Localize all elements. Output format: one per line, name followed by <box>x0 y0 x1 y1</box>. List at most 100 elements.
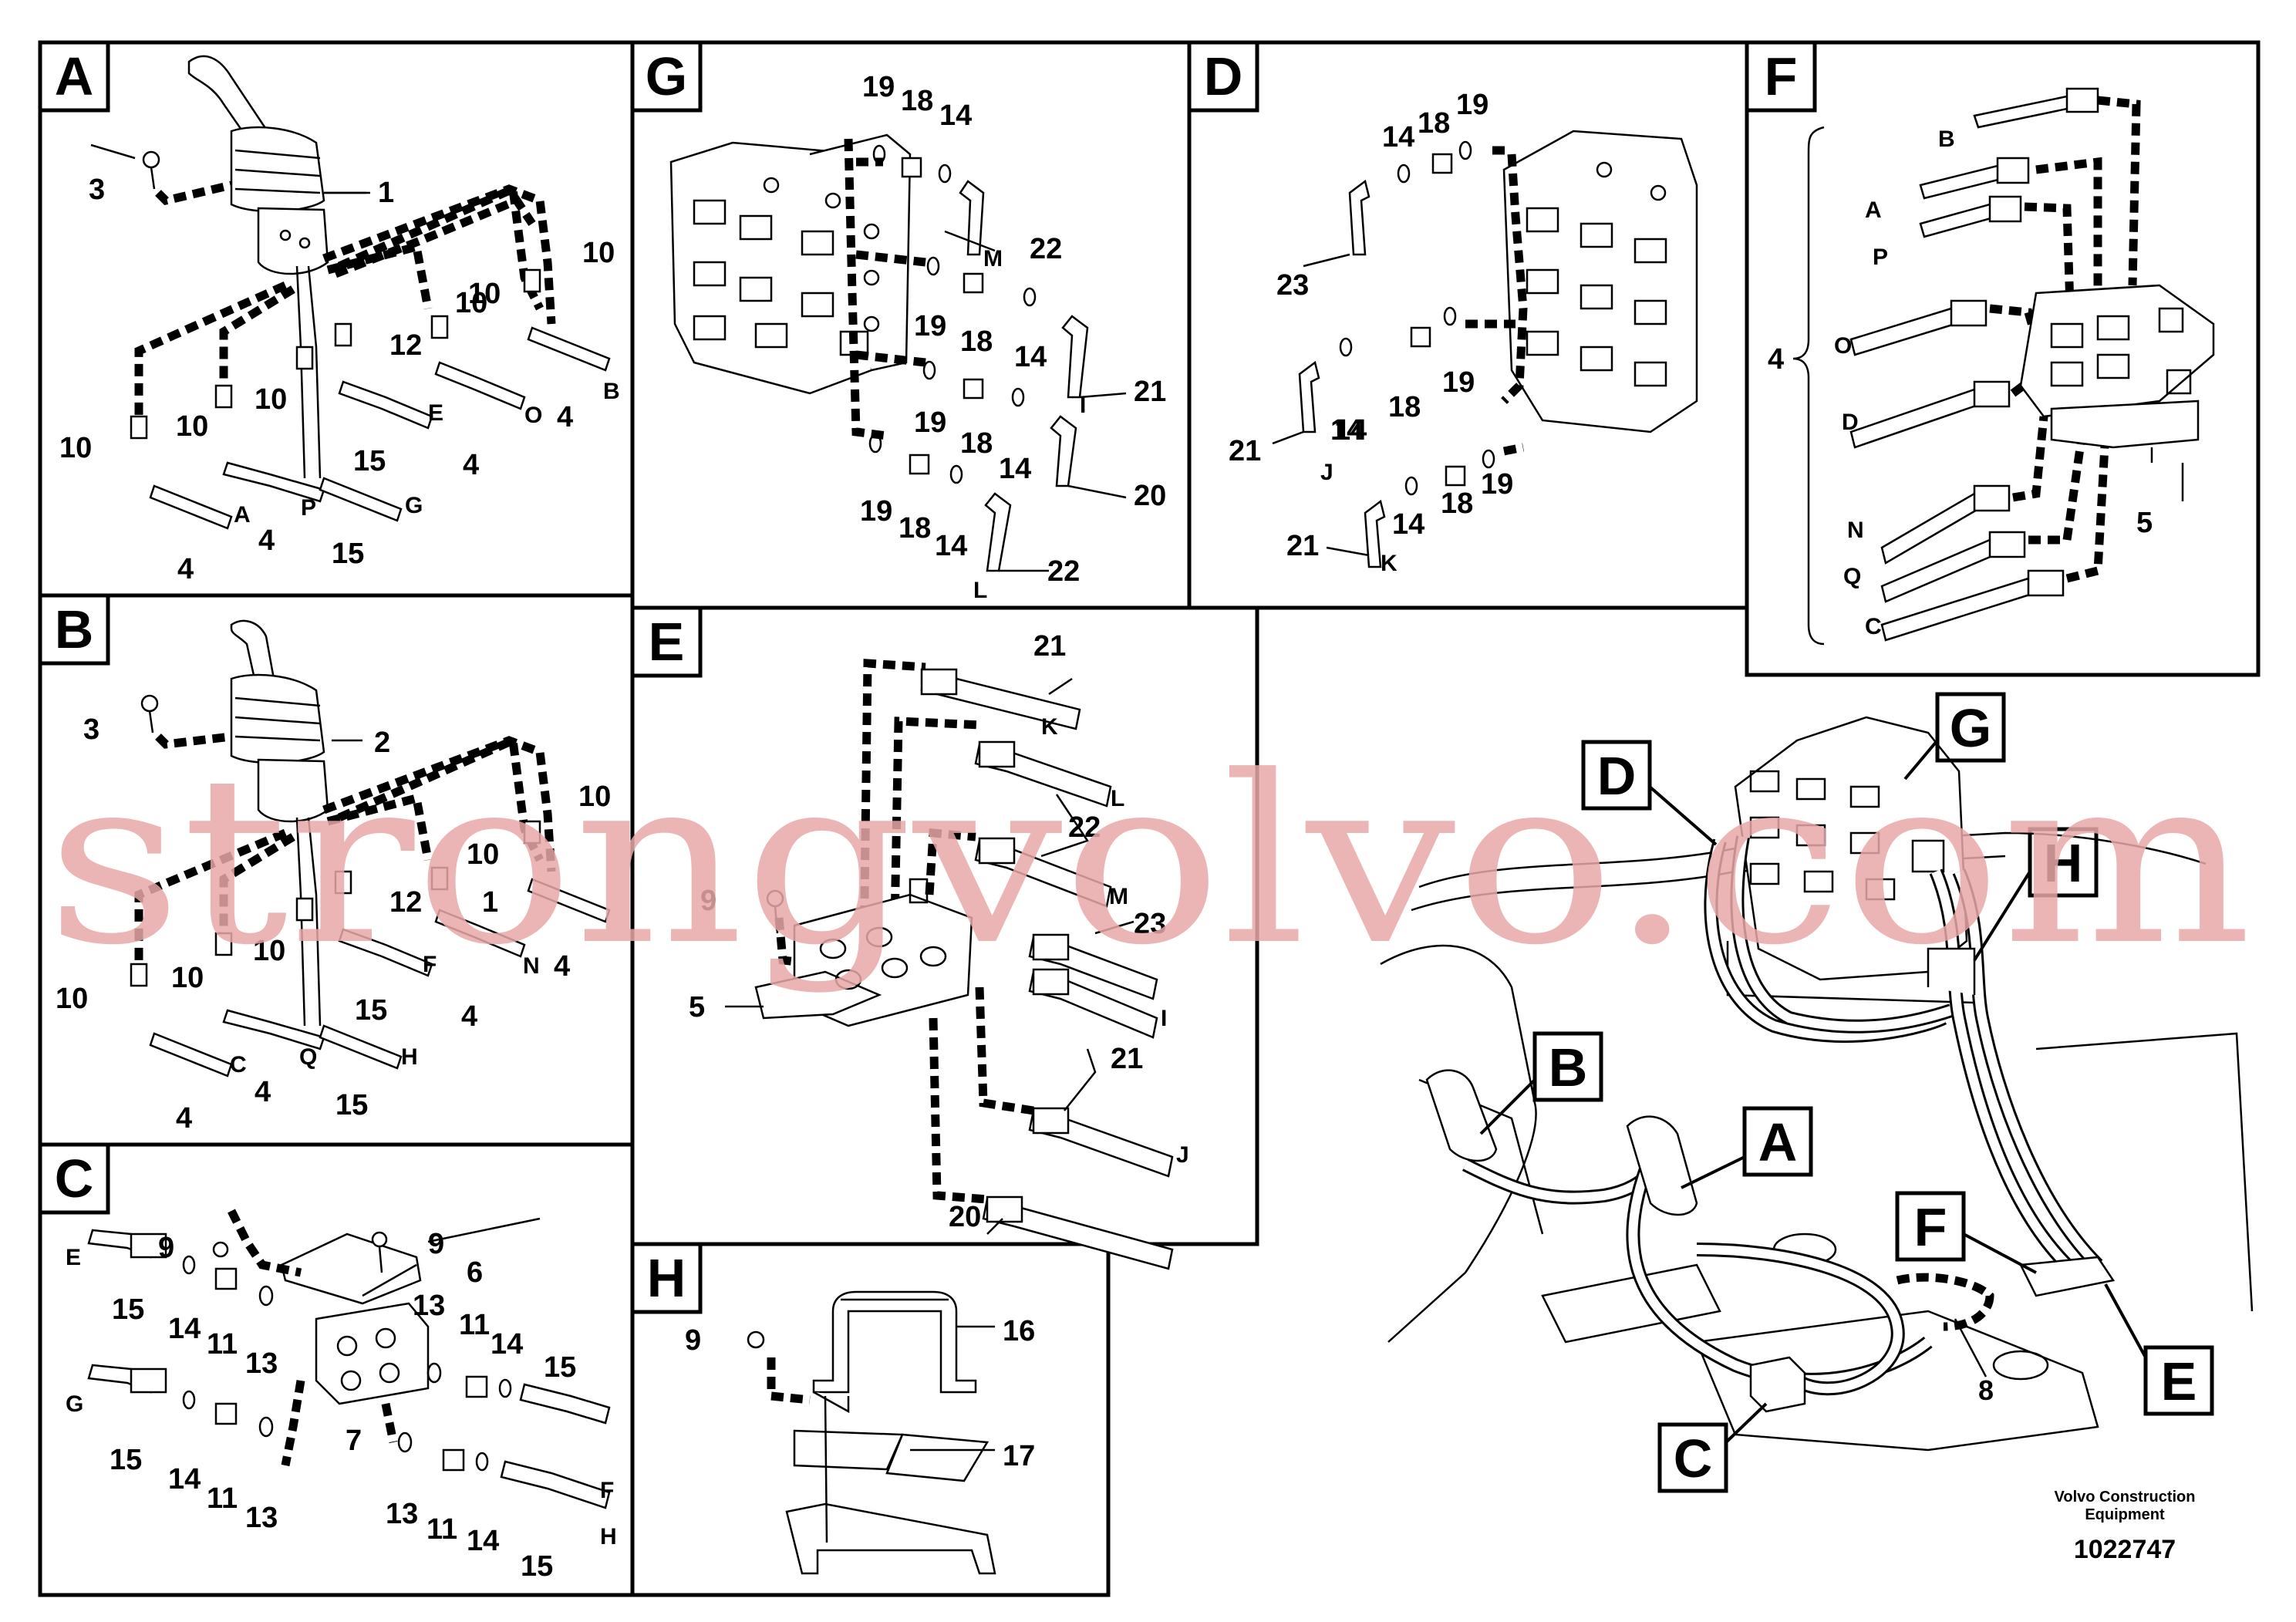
svg-text:4: 4 <box>255 1076 271 1108</box>
panel-letter-e: E <box>630 605 703 678</box>
svg-text:G: G <box>1950 698 1991 758</box>
svg-text:11: 11 <box>207 1328 238 1361</box>
svg-text:E: E <box>428 400 443 426</box>
callout-d: D <box>1581 740 1718 846</box>
panel-letter-f: F <box>1745 40 1817 113</box>
svg-text:10: 10 <box>455 287 487 319</box>
svg-text:E: E <box>649 612 685 672</box>
svg-text:J: J <box>1320 460 1333 485</box>
svg-text:15: 15 <box>112 1293 144 1326</box>
panel-b-drawing <box>130 619 611 1077</box>
svg-text:Q: Q <box>1843 564 1861 589</box>
svg-text:10: 10 <box>468 278 501 310</box>
svg-text:18: 18 <box>1441 487 1473 520</box>
panel-e-drawing <box>754 659 1174 1270</box>
svg-text:C: C <box>55 1148 94 1209</box>
svg-text:10: 10 <box>56 983 88 1015</box>
svg-text:21: 21 <box>1033 630 1066 663</box>
svg-text:22: 22 <box>1047 555 1080 588</box>
svg-text:H: H <box>600 1524 617 1549</box>
svg-text:14: 14 <box>1330 414 1363 447</box>
svg-text:B: B <box>603 379 620 404</box>
panel-letter-b: B <box>38 593 110 666</box>
svg-text:18: 18 <box>960 325 993 358</box>
footer: Volvo Construction Equipment 1022747 <box>2055 1489 2196 1564</box>
svg-text:14: 14 <box>999 453 1031 485</box>
svg-text:6: 6 <box>467 1256 483 1289</box>
svg-text:4: 4 <box>463 449 479 481</box>
svg-text:G: G <box>646 46 687 106</box>
svg-text:20: 20 <box>1134 480 1166 512</box>
svg-text:K: K <box>1381 551 1397 576</box>
svg-text:D: D <box>1842 410 1859 435</box>
panel-letter-a: A <box>38 40 110 113</box>
svg-text:I: I <box>1161 1006 1167 1031</box>
svg-text:B: B <box>1549 1037 1588 1098</box>
svg-text:11: 11 <box>207 1482 238 1515</box>
svg-text:10: 10 <box>582 237 615 269</box>
svg-text:H: H <box>647 1248 686 1308</box>
svg-text:20: 20 <box>949 1201 981 1233</box>
svg-text:10: 10 <box>467 838 499 871</box>
svg-text:17: 17 <box>1003 1440 1035 1472</box>
panel-e-labels: 21 K L 22 M 23 I 21 J 20 9 5 <box>689 630 1189 1233</box>
panel-letter-g: G <box>630 40 703 113</box>
svg-text:H: H <box>2044 833 2083 893</box>
callout-a: A <box>1681 1106 1813 1189</box>
panel-letter-d: D <box>1187 40 1259 113</box>
brand-line-2: Equipment <box>2085 1506 2165 1523</box>
svg-text:21: 21 <box>1229 435 1261 467</box>
svg-text:A: A <box>55 46 94 106</box>
svg-text:15: 15 <box>544 1351 576 1384</box>
svg-text:18: 18 <box>1388 391 1421 423</box>
svg-text:15: 15 <box>332 538 364 570</box>
svg-text:10: 10 <box>578 781 611 813</box>
svg-text:4: 4 <box>258 524 275 557</box>
svg-text:14: 14 <box>491 1328 523 1361</box>
svg-text:I: I <box>1080 393 1086 418</box>
svg-text:E: E <box>2161 1351 2197 1411</box>
panel-a-labels: 3 1 10 10 12 10 10 10 10 A 4 P 15 E 15 O… <box>59 174 620 585</box>
svg-text:N: N <box>1847 518 1864 543</box>
svg-text:1: 1 <box>482 886 498 919</box>
panel-h-labels: 9 16 17 <box>685 1315 1035 1472</box>
svg-text:A: A <box>1865 197 1882 223</box>
panel-f-labels: B A P O D N Q C 4 5 <box>1768 126 2153 639</box>
svg-text:Q: Q <box>299 1044 317 1070</box>
svg-text:9: 9 <box>158 1232 174 1264</box>
svg-text:4: 4 <box>554 950 570 983</box>
svg-text:5: 5 <box>689 991 705 1023</box>
panel-a-drawing <box>90 55 611 530</box>
svg-text:9: 9 <box>700 885 716 917</box>
svg-text:13: 13 <box>413 1290 445 1322</box>
svg-text:F: F <box>600 1478 614 1503</box>
callout-g: G <box>1903 692 2006 781</box>
svg-text:7: 7 <box>346 1425 362 1457</box>
svg-text:4: 4 <box>177 553 194 585</box>
svg-text:strongvolvo.com: strongvolvo.com <box>46 727 2252 996</box>
svg-text:13: 13 <box>245 1347 278 1380</box>
svg-text:19: 19 <box>914 310 946 342</box>
svg-text:22: 22 <box>1030 233 1062 265</box>
panel-h-drawing <box>747 1290 996 1575</box>
svg-text:3: 3 <box>89 174 105 206</box>
svg-text:F: F <box>423 952 437 977</box>
svg-text:4: 4 <box>1768 343 1784 376</box>
svg-text:15: 15 <box>332 538 364 570</box>
svg-text:C: C <box>230 1052 247 1077</box>
svg-text:14: 14 <box>1382 121 1414 153</box>
svg-text:15: 15 <box>335 1089 368 1121</box>
overview-part-8: 8 <box>1954 1318 1994 1406</box>
svg-text:12: 12 <box>389 886 422 919</box>
svg-text:C: C <box>1674 1428 1713 1489</box>
svg-text:18: 18 <box>1418 107 1450 140</box>
svg-text:15: 15 <box>110 1444 142 1476</box>
leader-lines <box>324 191 2184 1452</box>
callout-b: B <box>1479 1031 1603 1135</box>
svg-text:14: 14 <box>168 1463 201 1496</box>
svg-text:19: 19 <box>1456 89 1489 121</box>
svg-text:14: 14 <box>1334 414 1367 447</box>
svg-text:10: 10 <box>59 432 92 464</box>
panel-h-frame <box>630 1242 1111 1597</box>
